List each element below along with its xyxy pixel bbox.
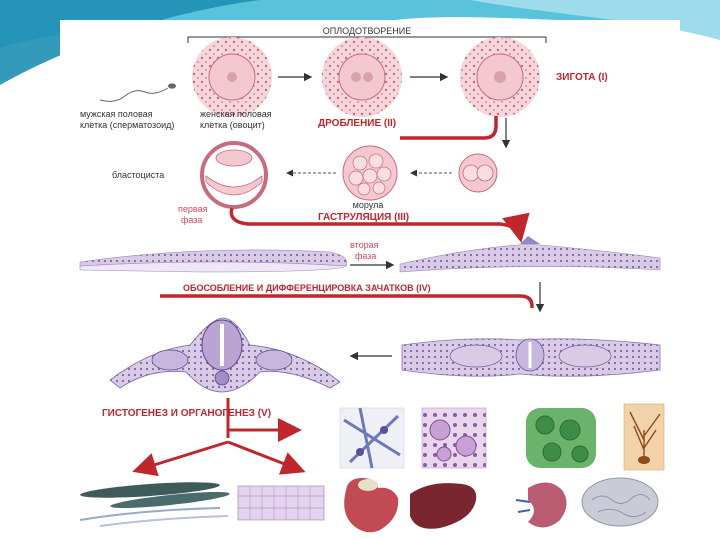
fertilized-cell xyxy=(322,37,402,117)
female-cell-label-1: женская половая xyxy=(200,109,272,119)
kidney-image xyxy=(515,482,567,528)
male-cell-label-2: клетка (сперматозоид) xyxy=(80,120,174,130)
histogenesis-arrow-left xyxy=(132,440,229,477)
cartilage-tissue-image xyxy=(421,407,487,469)
muscle-tissue-image xyxy=(526,408,596,468)
morula-cell xyxy=(342,145,398,201)
female-cell-label-2: клетка (овоцит) xyxy=(200,120,265,130)
gastrulation-label: ГАСТРУЛЯЦИЯ (III) xyxy=(318,212,409,223)
cleavage-label: ДРОБЛЕНИЕ (II) xyxy=(318,118,396,129)
blastocyst-cell xyxy=(200,141,268,209)
epithelium-tissue-image xyxy=(237,485,325,521)
smooth-muscle-cells-image xyxy=(79,482,230,527)
second-phase-label-1: вторая xyxy=(350,240,379,250)
first-phase-label-1: первая xyxy=(178,204,208,214)
zygote-cell xyxy=(460,37,540,117)
fertilization-bracket: ОПЛОДОТВОРЕНИЕ xyxy=(187,26,547,43)
liver-image xyxy=(410,483,477,529)
histogenesis-label: ГИСТОГЕНЕЗ И ОРГАНОГЕНЕЗ (V) xyxy=(102,408,271,419)
neural-tube-section-small xyxy=(401,338,661,377)
morula-label: морула xyxy=(353,200,384,210)
gastrula-first-phase xyxy=(79,249,347,273)
first-phase-label-2: фаза xyxy=(181,215,202,225)
sperm-icon xyxy=(99,83,176,102)
gastrula-second-phase xyxy=(399,236,661,273)
connective-tissue-image xyxy=(339,407,405,469)
heart-image xyxy=(344,478,399,533)
nerve-tissue-image xyxy=(623,403,665,471)
isolation-arrow xyxy=(160,294,534,308)
male-cell-label-1: мужская половая xyxy=(80,109,153,119)
two-cell-stage xyxy=(458,153,498,193)
histogenesis-arrow-down-right xyxy=(227,440,306,475)
zygote-label: ЗИГОТА (I) xyxy=(556,72,608,83)
second-phase-label-2: фаза xyxy=(355,251,376,261)
fertilization-label: ОПЛОДОТВОРЕНИЕ xyxy=(323,26,411,36)
gastrulation-arrow xyxy=(229,207,530,243)
brain-image xyxy=(581,477,659,527)
oocyte-cell xyxy=(192,37,272,117)
neural-tube-section-large xyxy=(109,317,341,393)
cleavage-arrow xyxy=(400,116,498,140)
isolation-label: ОБОСОБЛЕНИЕ И ДИФФЕРЕНЦИРОВКА ЗАЧАТКОВ (… xyxy=(183,283,431,293)
blastocyst-label: бластоциста xyxy=(112,170,164,180)
